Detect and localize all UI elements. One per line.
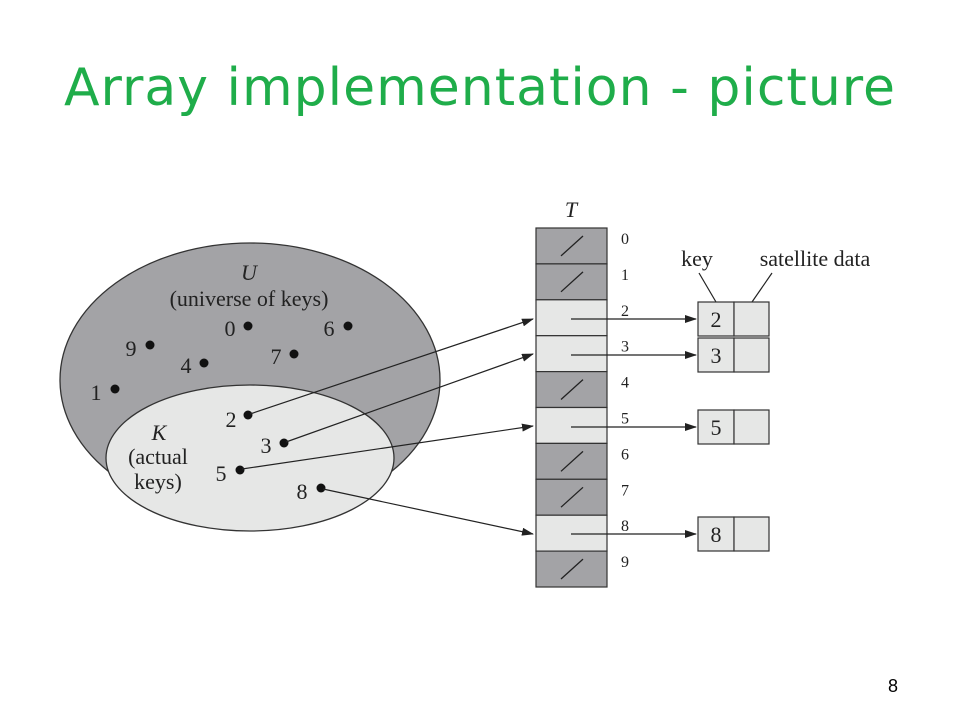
table-slot-filled	[535, 299, 608, 337]
record-satellite-cell	[733, 337, 770, 373]
universe-key-dot	[145, 340, 155, 350]
table-slots: 0 1 2 3 4 5 6 7 8 9	[535, 227, 629, 588]
nil-slash	[560, 450, 584, 472]
table-slot-empty	[535, 478, 608, 516]
record: 3	[697, 337, 770, 373]
nil-slash	[560, 558, 584, 580]
actual-key-dot	[235, 465, 245, 475]
universe-key-dot	[343, 321, 353, 331]
slot-index-label: 1	[621, 267, 629, 284]
table-label: T	[565, 197, 579, 222]
universe-label: U	[241, 260, 259, 285]
universe-key-label: 0	[225, 316, 236, 341]
key-to-slot-arrow	[241, 423, 534, 470]
record-satellite-cell	[733, 409, 770, 445]
actual-keys-caption: keys)	[134, 469, 182, 494]
slot-index-label: 9	[621, 554, 629, 571]
universe-key-label: 4	[181, 353, 192, 378]
slot-index-label: 5	[621, 411, 629, 428]
actual-key-label: 8	[297, 479, 308, 504]
page-number: 8	[887, 676, 898, 696]
record-satellite-cell	[733, 516, 770, 552]
actual-key-label: 3	[261, 433, 272, 458]
actual-key-dot	[316, 483, 326, 493]
key-to-slot-arrow	[322, 488, 534, 536]
table-slot-filled	[535, 514, 608, 552]
record-key-value: 8	[711, 522, 722, 547]
universe-key-label: 7	[271, 344, 282, 369]
record: 2	[697, 301, 770, 337]
key-label-pointer	[698, 272, 717, 303]
slot-index-label: 3	[621, 339, 629, 356]
slot-index-label: 0	[621, 231, 629, 248]
record-key-value: 2	[711, 307, 722, 332]
key-column-label: key	[681, 246, 713, 271]
record-key-value: 5	[711, 415, 722, 440]
universe-key-label: 1	[91, 380, 102, 405]
universe-key-dot	[289, 349, 299, 359]
table-slot-empty	[535, 227, 608, 265]
slot-index-label: 6	[621, 446, 629, 463]
record: 8	[697, 516, 770, 552]
record-key-value: 3	[711, 343, 722, 368]
universe-key-label: 6	[324, 316, 335, 341]
universe-caption: (universe of keys)	[170, 286, 329, 311]
record-key-cell	[697, 409, 735, 445]
universe-key-label: 9	[126, 336, 137, 361]
table-slot-filled	[535, 335, 608, 373]
universe-key-dot	[199, 358, 209, 368]
actual-keys-set	[105, 384, 395, 532]
actual-key-dot	[243, 410, 253, 420]
actual-key-label: 5	[216, 461, 227, 486]
satellite-label-pointer	[751, 272, 773, 303]
slot-index-label: 4	[621, 375, 629, 392]
key-to-slot-arrow	[285, 353, 534, 443]
nil-slash	[560, 379, 584, 400]
table-slot-filled	[535, 406, 608, 445]
actual-key-label: 2	[226, 407, 237, 432]
record-key-cell	[697, 337, 735, 373]
slide-title: Array implementation - picture	[63, 58, 897, 118]
key-to-slot-arrow	[249, 318, 534, 415]
nil-slash	[560, 271, 584, 293]
universe-key-dot	[243, 321, 253, 331]
satellite-data-label: satellite data	[760, 246, 871, 271]
universe-key-dot	[110, 384, 120, 394]
slot-index-label: 8	[621, 518, 629, 535]
record-key-cell	[697, 301, 735, 337]
record-satellite-cell	[733, 301, 770, 337]
actual-keys-label: K	[151, 420, 168, 445]
actual-key-dot	[279, 438, 289, 448]
record: 5	[697, 409, 770, 445]
nil-slash	[560, 235, 584, 257]
nil-slash	[560, 486, 584, 508]
actual-keys-caption: (actual	[128, 444, 188, 469]
slot-index-label: 2	[621, 303, 629, 320]
slot-index-label: 7	[621, 482, 629, 499]
